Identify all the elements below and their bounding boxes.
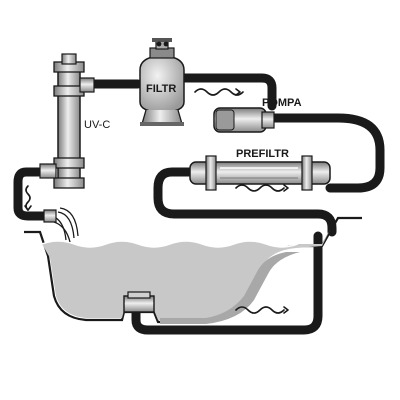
prefilter-label: PREFILTR [236, 148, 289, 160]
flow-wave-icon [24, 185, 32, 211]
pipe-uv-to-pond [13, 167, 53, 221]
pipe-prefilter-to-pond-return [153, 167, 337, 237]
pipe-pond-bottom-drain [131, 231, 323, 335]
pipe-pump-to-prefilter [263, 113, 385, 193]
pond-shading [160, 252, 300, 324]
pipe-filter-to-pump [173, 73, 277, 111]
prefilter [189, 155, 331, 191]
flow-wave-icon [235, 306, 289, 314]
pond-surface-waves [41, 240, 299, 248]
sand-filter [139, 38, 185, 126]
bottom-drain [123, 291, 155, 313]
uv-c-sterilizer [39, 53, 95, 189]
return-inlet-nozzle [43, 209, 57, 223]
pump [213, 107, 275, 133]
flow-wave-icon [235, 184, 289, 192]
pond [24, 207, 362, 324]
return-inlet-splash [51, 207, 79, 243]
pipe-network [13, 73, 385, 335]
filter-label: FILTR [146, 83, 176, 95]
pond-water [42, 230, 330, 320]
pump-label: POMPA [262, 97, 302, 109]
flow-wave-icon [194, 88, 244, 96]
uv-c-label: UV-C [84, 119, 110, 131]
